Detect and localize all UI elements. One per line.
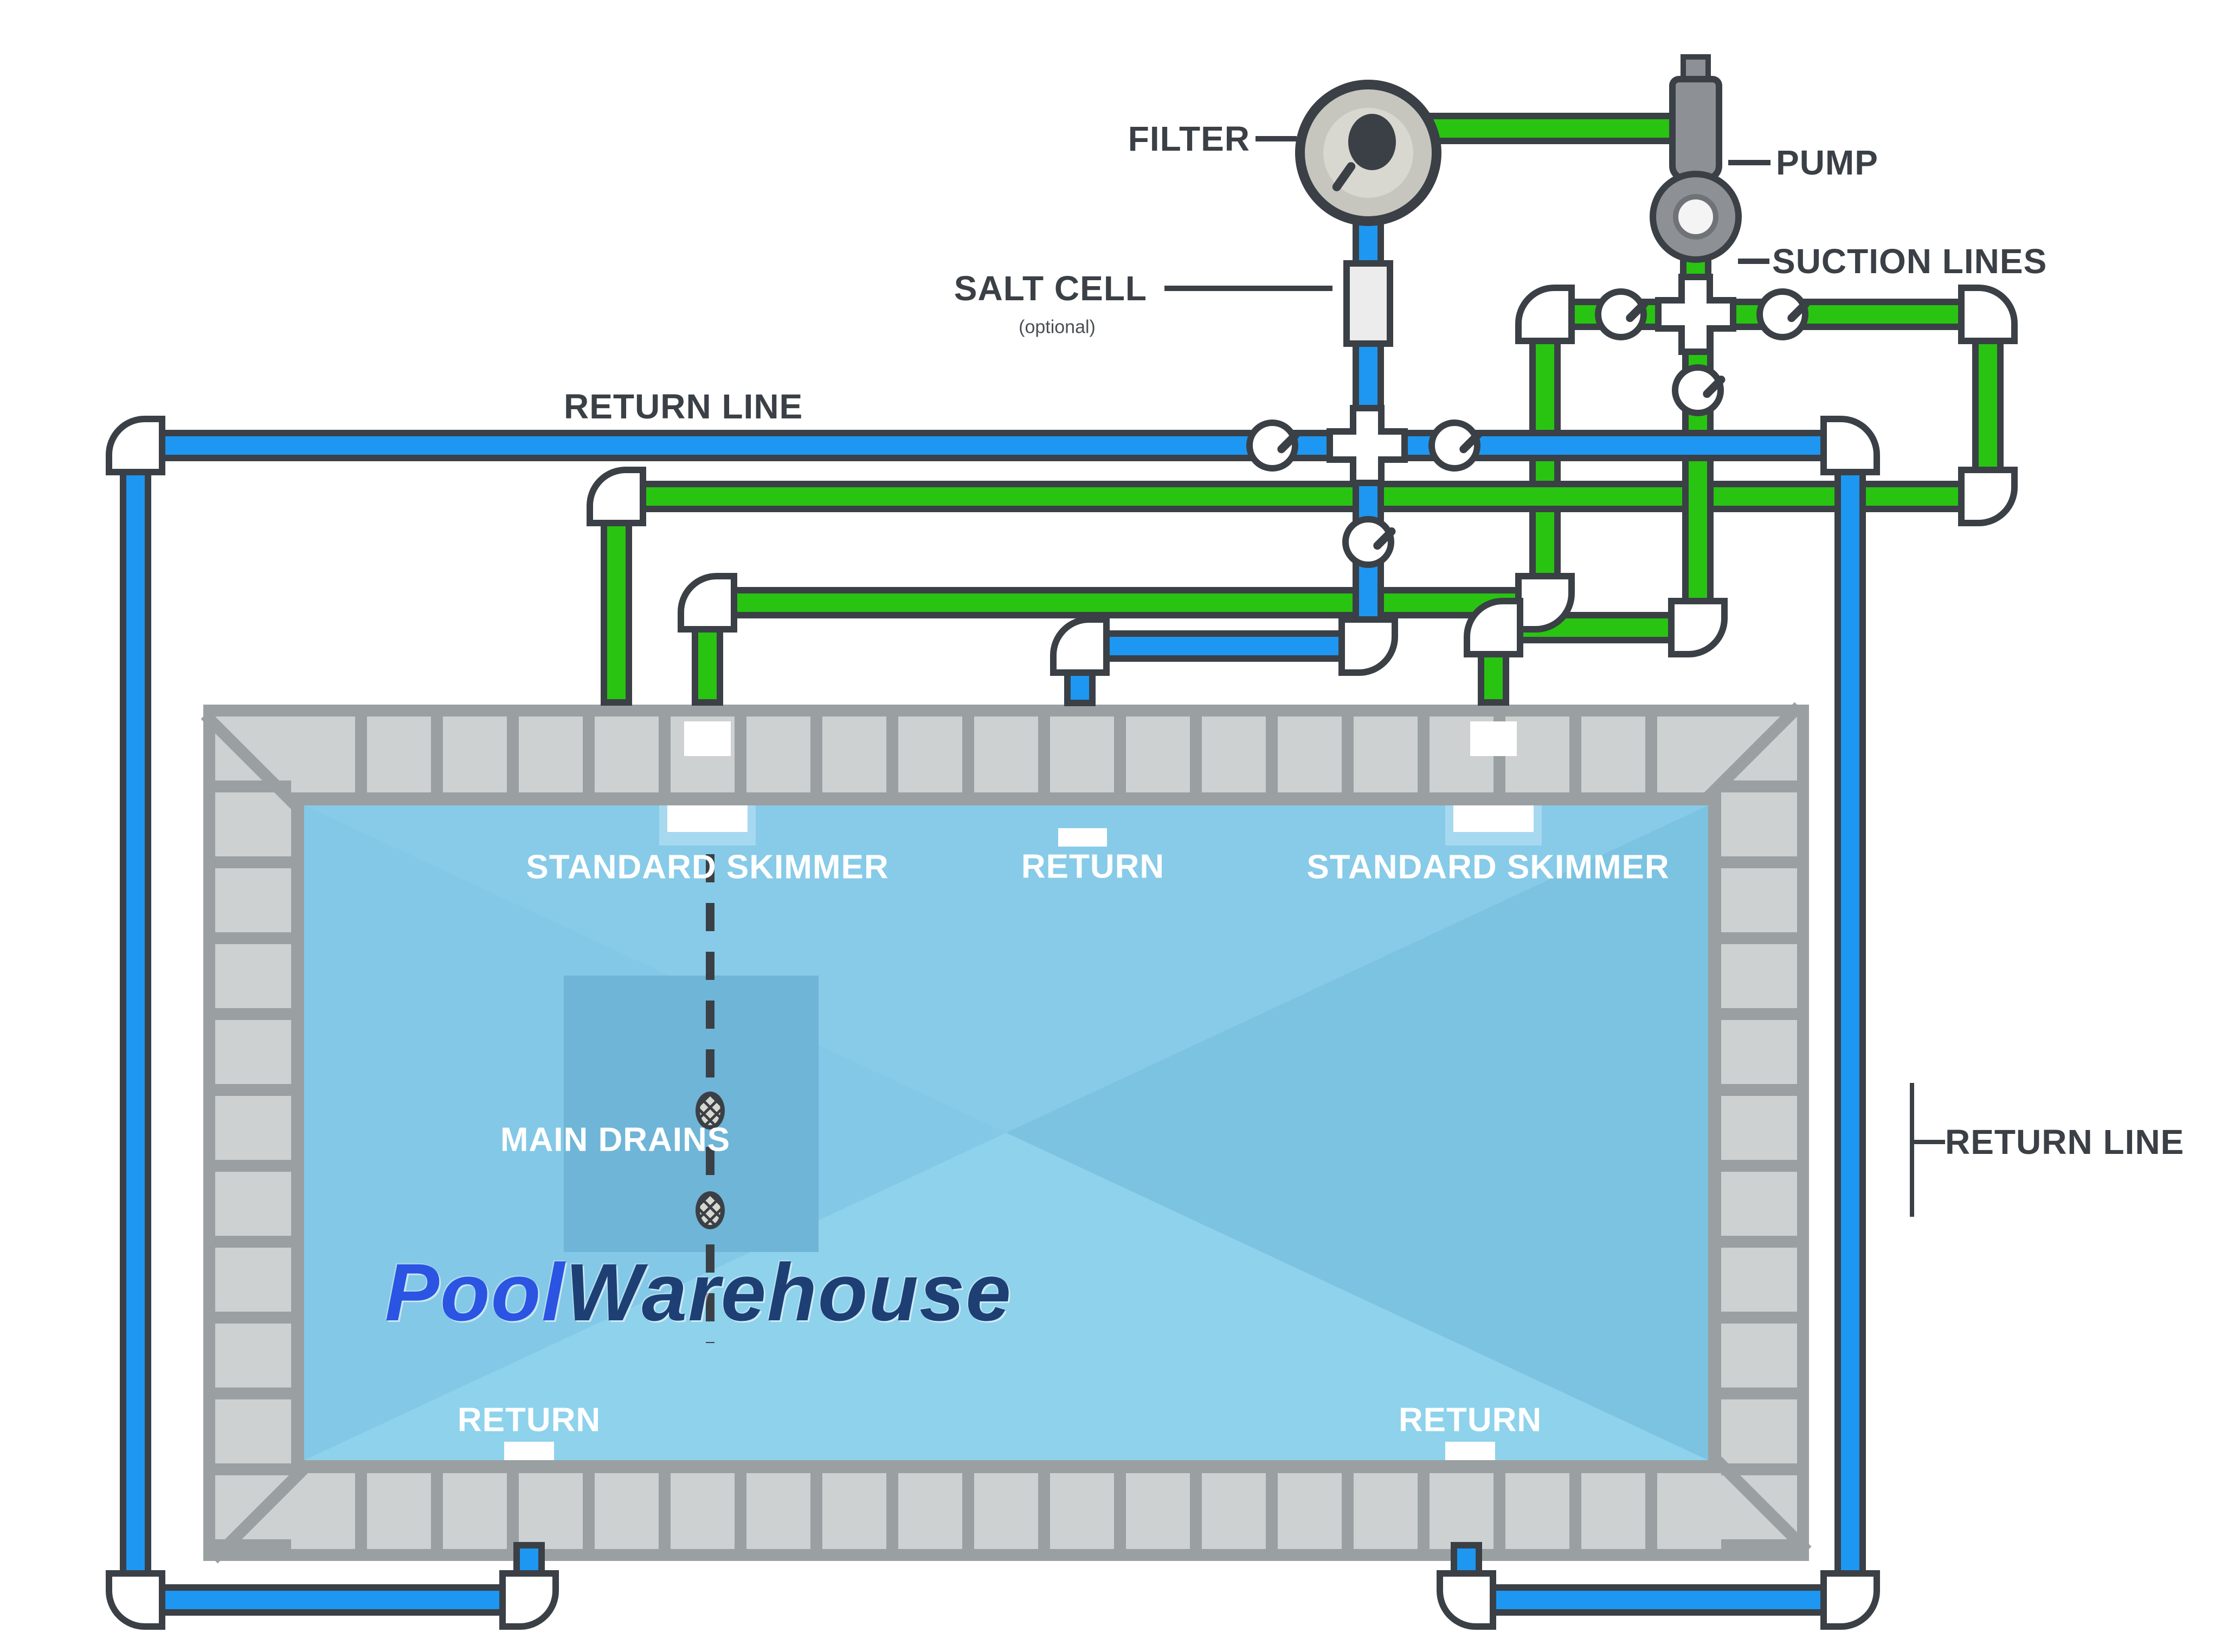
cross-suction-manifold (1655, 274, 1736, 355)
elbow-return-bottom-right-corner (1820, 1570, 1880, 1630)
return-line-top-label: RETURN LINE (564, 387, 803, 426)
pool-water: STANDARD SKIMMER STANDARD SKIMMER RETURN… (304, 805, 1708, 1460)
pump-inlet-eye (1673, 194, 1718, 240)
pipe-skimmer-left-run (694, 587, 1561, 618)
pipe-return-top-run (1065, 630, 1382, 662)
return-bottom-right-label: RETURN (1398, 1401, 1542, 1439)
skimmer-left-deck-box (684, 721, 731, 756)
main-drain-1 (696, 1092, 725, 1130)
pipe-return-left-side (120, 431, 151, 1615)
return-line-right-leader (1914, 1140, 1945, 1144)
pool-coping-right (1721, 717, 1797, 1549)
pool-warehouse-logo: PoolWarehouse (385, 1246, 1012, 1339)
return-line-right-tick (1910, 1083, 1914, 1217)
elbow-salt-riser-bottom (1338, 616, 1398, 676)
pipe-main-drain-run (602, 481, 2000, 512)
return-jet-bottom-right (1445, 1442, 1495, 1460)
salt-cell-label: SALT CELL (954, 269, 1147, 308)
pipe-return-bottom-left-run (122, 1584, 542, 1616)
pipe-return-right-side (1834, 431, 1866, 1615)
logo-pool: Pool (385, 1247, 565, 1338)
deep-end-area (564, 976, 819, 1252)
salt-cell-icon (1343, 260, 1393, 347)
elbow-return-bottom-right-jet (1437, 1570, 1496, 1630)
valve-return-right (1428, 420, 1480, 472)
elbow-skimmer-left (678, 573, 737, 633)
salt-cell-note: (optional) (1019, 317, 1096, 338)
pipe-suction-cross-right-arm (1696, 299, 2000, 330)
salt-cell-leader-line (1164, 286, 1332, 291)
filter-leader-line (1256, 136, 1297, 141)
elbow-return-top-left (106, 416, 165, 475)
elbow-suction-left (1515, 285, 1575, 344)
pool-coping-bottom (215, 1473, 1797, 1549)
pipe-return-main-run (122, 430, 1865, 461)
filter-gauge-needle (1348, 114, 1396, 170)
return-line-right-label: RETURN LINE (1945, 1122, 2185, 1161)
return-bottom-left-label: RETURN (457, 1401, 601, 1439)
pipe-filter-to-pump (1409, 113, 1681, 144)
elbow-return-bottom-left-jet (499, 1570, 559, 1630)
return-jet-bottom-left (504, 1442, 554, 1460)
skimmer-left-throat (667, 805, 748, 832)
valve-return-drop (1342, 516, 1394, 568)
elbow-return-bottom-left-corner (106, 1570, 165, 1630)
suction-lines-label: SUCTION LINES (1772, 242, 2048, 281)
pool-coping-left (215, 717, 291, 1549)
skimmer-right-throat (1453, 805, 1534, 832)
return-top-label: RETURN (1021, 848, 1165, 886)
filter-label: FILTER (1128, 119, 1250, 158)
pipe-return-bottom-right-run (1453, 1584, 1865, 1616)
suction-lines-leader-line (1738, 259, 1769, 264)
elbow-suction-loop-top (1958, 285, 2018, 344)
valve-suction-center (1672, 364, 1724, 416)
elbow-skimmer-right (1464, 598, 1523, 657)
skimmer-left-label: STANDARD SKIMMER (526, 848, 889, 886)
valve-return-left (1246, 420, 1298, 472)
cross-return-line (1327, 405, 1408, 486)
pump-leader-line (1728, 160, 1771, 165)
main-drain-2 (696, 1191, 725, 1229)
return-jet-top (1058, 828, 1107, 847)
skimmer-right-deck-box (1470, 721, 1517, 756)
valve-suction-left (1595, 288, 1647, 340)
elbow-return-top-jet (1050, 616, 1110, 676)
elbow-suction-center-riser-bottom (1668, 598, 1728, 657)
main-drains-label: MAIN DRAINS (500, 1121, 731, 1159)
pool: STANDARD SKIMMER STANDARD SKIMMER RETURN… (201, 702, 1812, 1564)
skimmer-right-label: STANDARD SKIMMER (1306, 848, 1670, 886)
elbow-suction-loop-bottom (1958, 467, 2018, 526)
filter-icon (1295, 80, 1441, 226)
elbow-return-top-right (1820, 416, 1880, 475)
elbow-main-drain (587, 467, 646, 526)
logo-warehouse: Warehouse (565, 1247, 1012, 1338)
pump-label: PUMP (1776, 143, 1878, 182)
valve-suction-right (1756, 288, 1808, 340)
pool-coping-top (215, 717, 1797, 792)
pump-icon (1669, 76, 1722, 182)
